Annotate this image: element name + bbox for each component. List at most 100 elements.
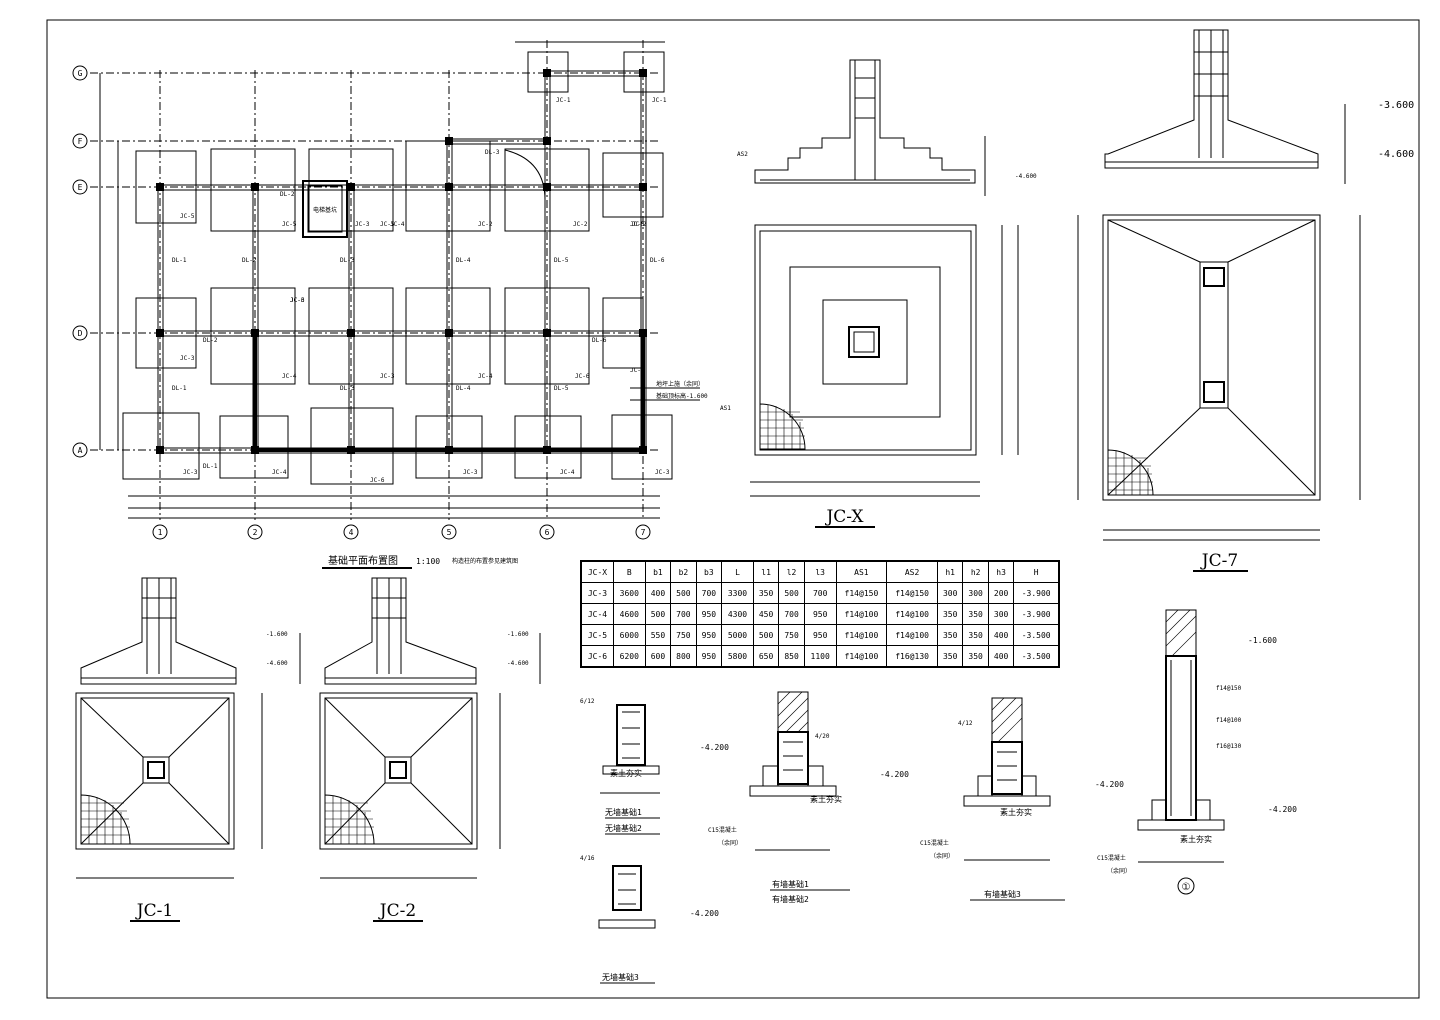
table-cell: -3.900 — [1013, 582, 1060, 604]
table-cell: 600 — [644, 645, 672, 668]
footing-tag: JC-3 — [380, 373, 395, 380]
table-header-cell: h1 — [936, 560, 964, 583]
beam-tag: DL-3 — [340, 385, 355, 392]
table-cell: 450 — [752, 603, 780, 625]
jc1-elev-top: -1.600 — [266, 631, 288, 638]
footing-tag: JC-4 — [390, 221, 405, 228]
section-label-1: 无墙基础1 — [605, 807, 642, 817]
footing-tag: JC-6 — [575, 373, 590, 380]
jcx-as1: AS1 — [720, 405, 731, 412]
jcx-elev: -4.600 — [1015, 173, 1037, 180]
table-cell: 3300 — [721, 582, 754, 604]
table-cell: 300 — [987, 603, 1015, 625]
jc1-elev-bottom: -4.600 — [266, 660, 288, 667]
jcx-rebar-mesh — [759, 403, 806, 450]
foundation-beams — [157, 70, 647, 454]
elev-42-b: -4.200 — [690, 909, 719, 918]
footing-tag: JC-3 — [655, 469, 670, 476]
table-cell: JC-3 — [580, 582, 614, 604]
table-cell: f14@100 — [886, 624, 938, 646]
beam-tag: DL-1 — [172, 385, 187, 392]
table-cell: 400 — [987, 624, 1015, 646]
footing-tags: JC-1 JC-1 JC-5 JC-5 JC-5 JC-2 JC-2 JC-2 … — [180, 97, 670, 484]
jcx-title: JC-X — [824, 507, 864, 527]
detail-jc2: -1.600 -4.600 JC-2 — [319, 577, 541, 922]
col-axis-label: 2 — [253, 528, 258, 537]
wall-marker-circle — [1177, 877, 1195, 895]
beam-tag: DL-1 — [172, 257, 187, 264]
table-cell: 300 — [936, 582, 964, 604]
table-header-cell: b3 — [695, 560, 723, 583]
table-cell: 800 — [670, 645, 697, 668]
soil-note-c: 素土夯实 — [1000, 807, 1032, 817]
elev-wall-top: -1.600 — [1248, 636, 1277, 645]
plan-title: 基础平面布置图 — [328, 554, 398, 567]
table-cell: f14@100 — [835, 624, 888, 646]
section-label-6: 有墙基础3 — [984, 889, 1021, 899]
footing-tag: JC-4 — [478, 373, 493, 380]
table-cell: 3600 — [612, 582, 646, 604]
footing-tag: JC-2 — [632, 221, 647, 228]
table-cell: -3.900 — [1013, 603, 1060, 625]
table-cell: 350 — [936, 645, 964, 668]
table-cell: 500 — [778, 582, 805, 604]
table-cell: 6200 — [612, 645, 646, 668]
table-header-cell: b2 — [670, 560, 697, 583]
dimension-lines — [99, 41, 665, 519]
table-cell: 350 — [936, 603, 964, 625]
footing-tag: JC-6 — [290, 297, 305, 304]
rebar-note: 4/12 — [958, 720, 973, 727]
table-cell: 700 — [695, 582, 723, 604]
rebar-note: 4/20 — [815, 733, 830, 740]
col-axis-label: 6 — [545, 528, 550, 537]
table-header-cell: l3 — [803, 560, 837, 583]
col-axis-label: 7 — [641, 528, 646, 537]
footing-tag: JC-5 — [630, 221, 645, 228]
table-cell: 4600 — [612, 603, 646, 625]
strip-sections: 素土夯实 -4.200 无墙基础1 无墙基础2 -4.200 无墙基础3 素土夯… — [580, 609, 1297, 984]
table-header-cell: AS2 — [886, 560, 938, 583]
table-cell: 950 — [695, 645, 723, 668]
table-cell: -3.500 — [1013, 624, 1060, 646]
table-cell: 950 — [803, 603, 837, 625]
table-header-cell: h3 — [987, 560, 1015, 583]
table-header-cell: b1 — [644, 560, 672, 583]
col-axis-bubbles: 1 2 4 5 6 7 — [152, 524, 651, 540]
jc7-title: JC-7 — [1200, 551, 1238, 571]
table-cell: 350 — [936, 624, 964, 646]
table-cell: 700 — [778, 603, 805, 625]
soil-note: 素土夯实 — [610, 768, 642, 778]
table-cell: f14@150 — [835, 582, 888, 604]
table-cell: 300 — [962, 582, 989, 604]
footing-tag: JC-3 — [290, 297, 305, 304]
footing-tag: JC-5 — [380, 221, 395, 228]
footing-tag: JC-3 — [180, 355, 195, 362]
rebar-note: f16@130 — [1216, 743, 1242, 750]
elev-42-c: -4.200 — [880, 770, 909, 779]
soil-note-d: 素土夯实 — [1180, 834, 1212, 844]
table-cell: 850 — [778, 645, 805, 668]
rebar-note: 6/12 — [580, 698, 595, 705]
table-cell: 700 — [670, 603, 697, 625]
jc7-rebar-mesh — [1107, 449, 1154, 496]
table-cell: 750 — [778, 624, 805, 646]
concrete-note-3: C15混凝土 — [920, 839, 949, 847]
jc7-elev-bottom: -4.600 — [1378, 149, 1414, 160]
beam-tag: DL-3 — [485, 149, 500, 156]
jc2-elev-top: -1.600 — [507, 631, 529, 638]
rebar-note: f14@150 — [1216, 685, 1242, 692]
table-cell: 950 — [695, 624, 723, 646]
jcx-as2: AS2 — [737, 151, 748, 158]
table-cell: f16@130 — [886, 645, 938, 668]
table-header-cell: H — [1013, 560, 1060, 583]
table-cell: 550 — [644, 624, 672, 646]
table-cell: 350 — [752, 582, 780, 604]
beam-tag: DL-2 — [203, 337, 218, 344]
footing-tag: JC-3 — [183, 469, 198, 476]
concrete-note-1: C15混凝土 — [708, 826, 737, 834]
table-cell: 4300 — [721, 603, 754, 625]
